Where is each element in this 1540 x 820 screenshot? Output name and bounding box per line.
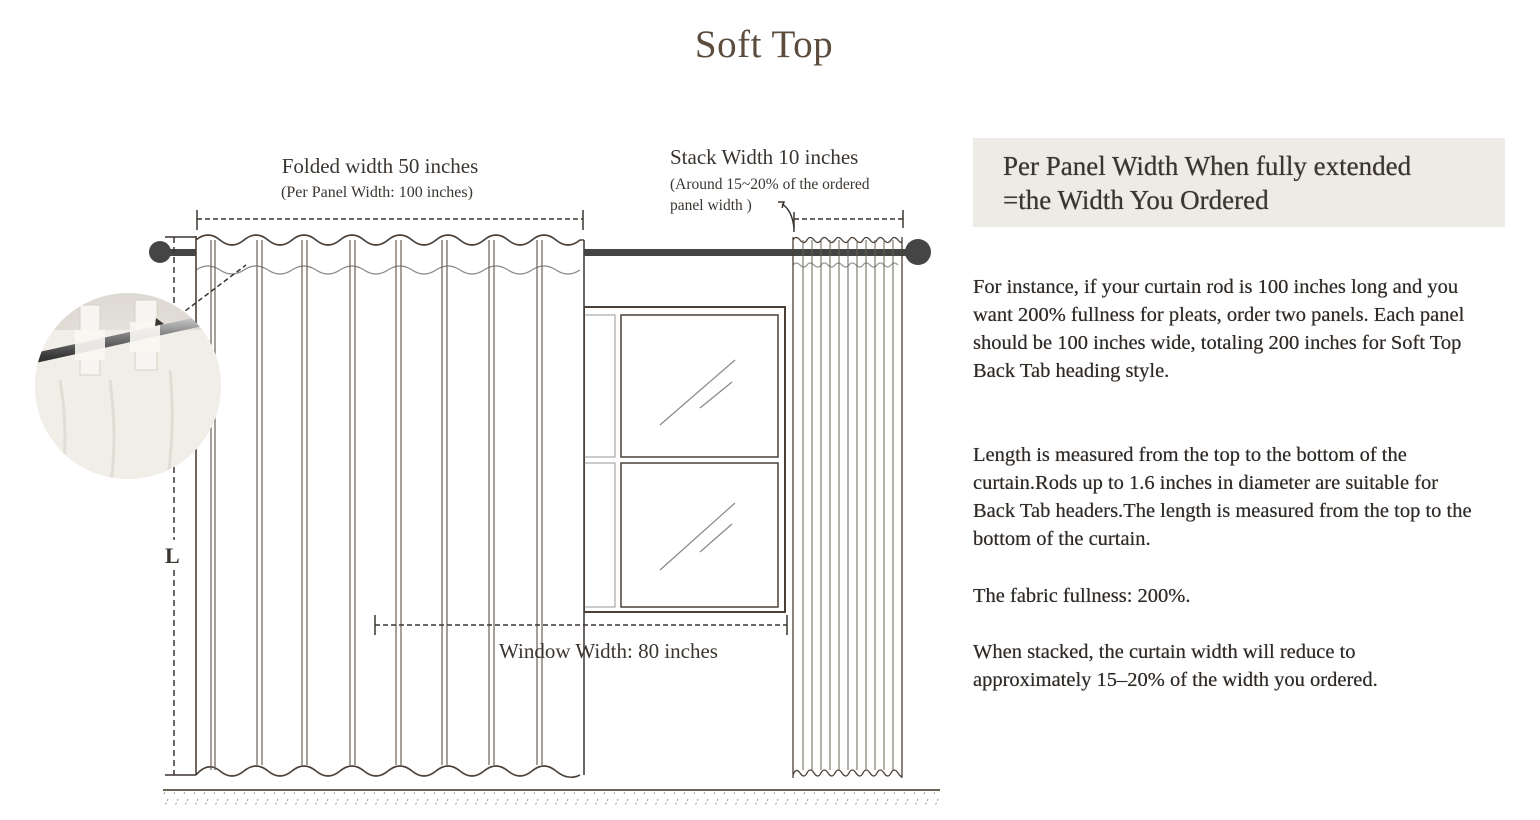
paragraph-fullness: The fabric fullness: 200%.: [973, 585, 1191, 607]
folded-width-label: Folded width 50 inches: [282, 154, 479, 178]
back-tab-detail-inset: [35, 264, 247, 479]
stack-note-line1: (Around 15~20% of the ordered: [670, 176, 870, 193]
panel-width-callout: Per Panel Width When fully extended =the…: [973, 138, 1505, 227]
paragraph-stacked: When stacked, the curtain width will red…: [973, 641, 1378, 691]
curtain-diagram: Folded width 50 inches (Per Panel Width:…: [35, 145, 940, 805]
paragraph-length: Length is measured from the top to the b…: [973, 444, 1472, 550]
paragraph-example: For instance, if your curtain rod is 100…: [973, 276, 1465, 382]
callout-line-2: =the Width You Ordered: [1003, 185, 1269, 215]
dimension-lines: [165, 201, 904, 776]
callout-line-1: Per Panel Width When fully extended: [1003, 151, 1412, 181]
stack-width-label: Stack Width 10 inches: [670, 145, 858, 169]
stacked-curtain: [792, 236, 903, 778]
length-label: L: [165, 543, 180, 568]
stack-note-line2: panel width ): [670, 197, 752, 214]
floor: [163, 789, 940, 805]
left-curtain-panel: [195, 234, 585, 779]
per-panel-width-label: (Per Panel Width: 100 inches): [281, 184, 473, 201]
page-title: Soft Top: [694, 23, 834, 66]
window: [583, 306, 786, 613]
window-width-label: Window Width: 80 inches: [499, 639, 718, 663]
